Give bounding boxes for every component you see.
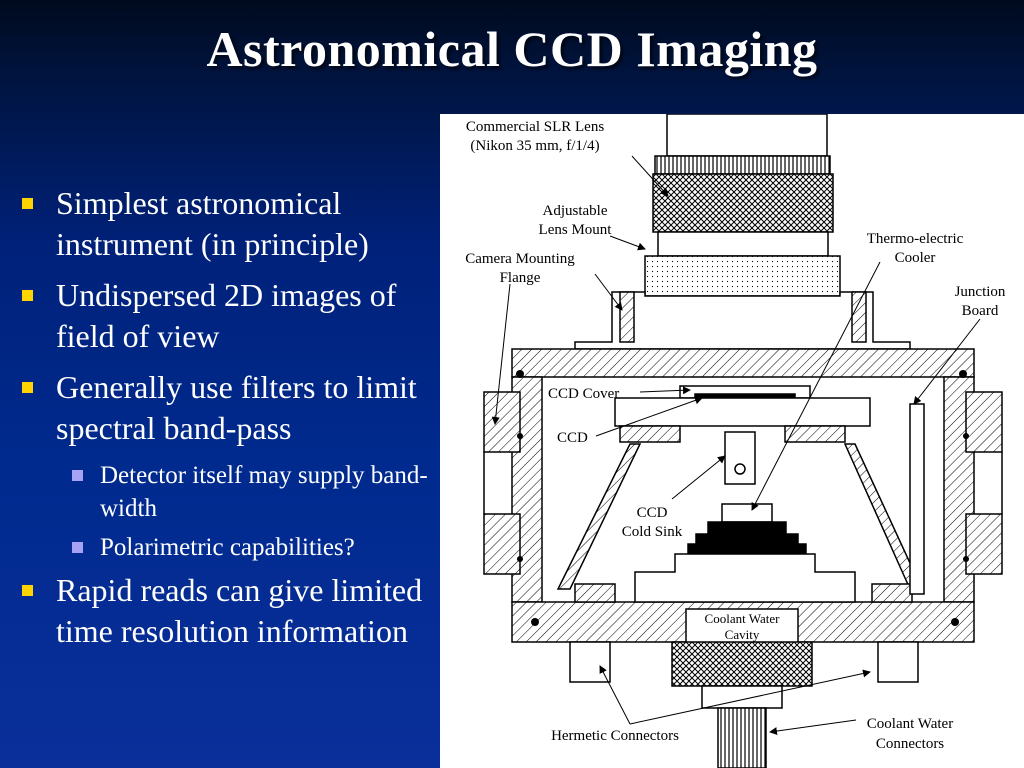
square-bullet-icon xyxy=(22,585,33,596)
bullet-item: Undispersed 2D images of field of view xyxy=(20,275,460,357)
bullet-text: Simplest astronomical instrument (in pri… xyxy=(56,185,369,262)
label-camera-flange-2: Flange xyxy=(500,270,541,286)
label-te-cooler-2: Cooler xyxy=(895,250,936,266)
square-bullet-icon xyxy=(22,198,33,209)
label-ccd: CCD xyxy=(557,430,588,446)
bullet-item: Generally use filters to limit spectral … xyxy=(20,367,460,449)
label-coolant-connectors: Coolant Water xyxy=(867,716,953,732)
bullet-list: Simplest astronomical instrument (in pri… xyxy=(20,183,460,662)
bullet-item: Rapid reads can give limited time resolu… xyxy=(20,570,460,652)
square-sub-bullet-icon xyxy=(72,470,83,481)
label-coolant-connectors-2: Connectors xyxy=(876,736,944,752)
label-cold-sink-2: Cold Sink xyxy=(622,524,683,540)
label-coolant-cavity: Coolant Water xyxy=(705,611,781,626)
square-sub-bullet-icon xyxy=(72,542,83,553)
label-ccd-cover: CCD Cover xyxy=(548,386,619,402)
square-bullet-icon xyxy=(22,382,33,393)
bullet-text: Rapid reads can give limited time resolu… xyxy=(56,572,423,649)
label-camera-flange: Camera Mounting xyxy=(465,251,575,267)
sub-bullet-text: Detector itself may supply band-width xyxy=(100,462,428,522)
bullet-item: Simplest astronomical instrument (in pri… xyxy=(20,183,460,265)
label-slr-lens: Commercial SLR Lens xyxy=(466,119,604,135)
bullet-text: Undispersed 2D images of field of view xyxy=(56,277,397,354)
label-hermetic-connectors: Hermetic Connectors xyxy=(551,728,679,744)
label-cold-sink: CCD xyxy=(637,505,668,521)
sub-bullet-text: Polarimetric capabilities? xyxy=(100,534,355,561)
slide-title: Astronomical CCD Imaging xyxy=(206,21,818,77)
label-te-cooler: Thermo-electric xyxy=(867,231,964,247)
sub-bullet-item: Detector itself may supply band-width xyxy=(20,459,460,525)
label-lens-mount: Adjustable xyxy=(543,203,608,219)
label-junction-board: Junction xyxy=(955,284,1006,300)
bullet-text: Generally use filters to limit spectral … xyxy=(56,369,417,446)
sub-bullet-item: Polarimetric capabilities? xyxy=(20,531,460,564)
label-junction-board-2: Board xyxy=(962,303,999,319)
camera-cross-section: Commercial SLR Lens (Nikon 35 mm, f/1/4)… xyxy=(465,114,1006,768)
label-coolant-cavity-2: Cavity xyxy=(725,627,760,642)
label-slr-lens-model: (Nikon 35 mm, f/1/4) xyxy=(470,138,599,154)
square-bullet-icon xyxy=(22,290,33,301)
ccd-camera-diagram: Commercial SLR Lens (Nikon 35 mm, f/1/4)… xyxy=(440,114,1024,768)
label-lens-mount-2: Lens Mount xyxy=(539,222,613,238)
